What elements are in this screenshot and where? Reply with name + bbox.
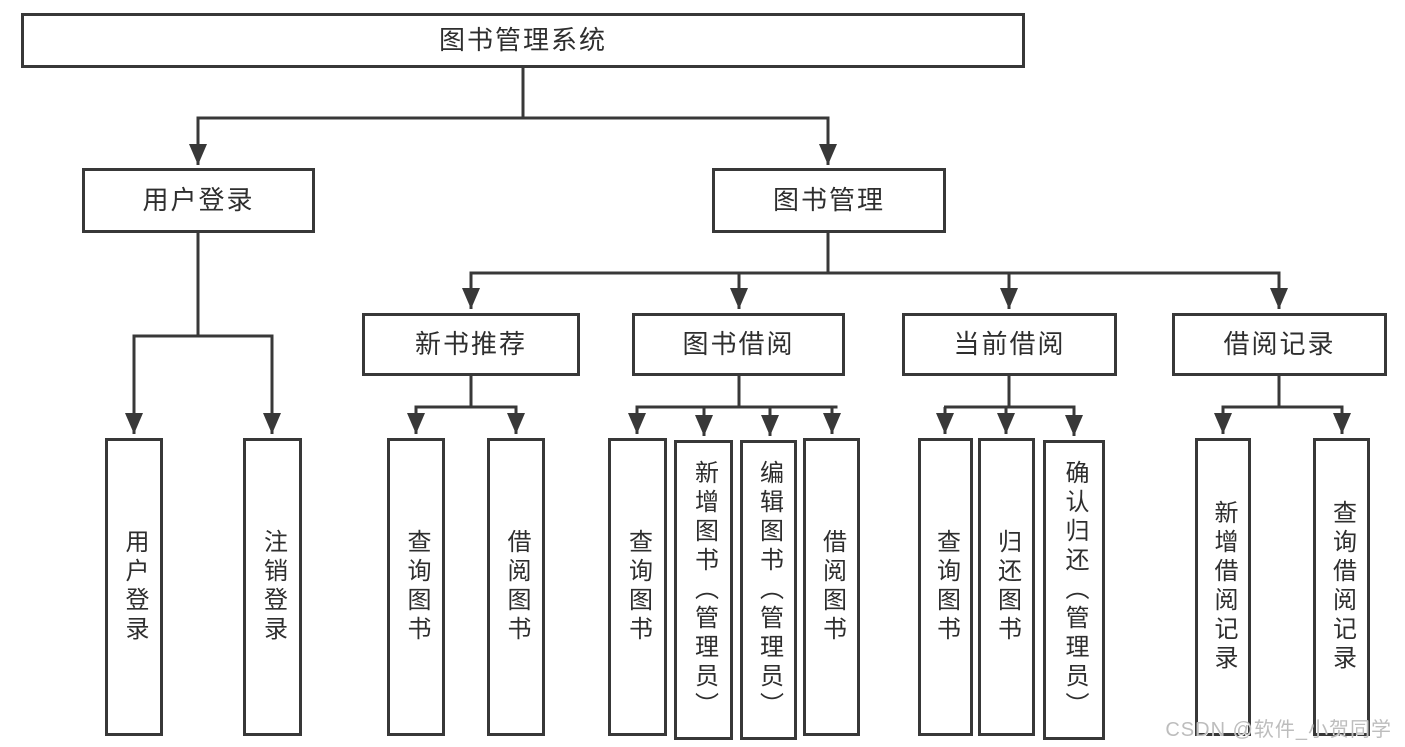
leaf-borrow-books-1-label: 借阅图书 bbox=[503, 529, 530, 645]
leaf-edit-book-admin-label: 编辑图书（管理员） bbox=[755, 459, 783, 721]
leaf-borrow-books-2-label: 借阅图书 bbox=[818, 529, 846, 645]
leaf-user-login-label: 用户登录 bbox=[121, 529, 148, 645]
node-user-login: 用户登录 bbox=[82, 168, 315, 233]
node-new-book-recommend-label: 新书推荐 bbox=[414, 329, 527, 360]
leaf-edit-book-admin: 编辑图书（管理员） bbox=[740, 440, 797, 740]
node-new-book-recommend: 新书推荐 bbox=[362, 313, 580, 376]
leaf-return-book-label: 归还图书 bbox=[993, 529, 1021, 645]
leaf-query-books-1: 查询图书 bbox=[387, 438, 445, 736]
leaf-return-book: 归还图书 bbox=[978, 438, 1035, 736]
node-book-borrow: 图书借阅 bbox=[632, 313, 845, 376]
node-book-management: 图书管理 bbox=[712, 168, 946, 233]
leaf-confirm-return-admin-label: 确认归还（管理员） bbox=[1061, 459, 1088, 721]
leaf-query-borrow-record-label: 查询借阅记录 bbox=[1328, 500, 1356, 674]
leaf-add-borrow-record-label: 新增借阅记录 bbox=[1210, 500, 1237, 674]
leaf-query-borrow-record: 查询借阅记录 bbox=[1313, 438, 1370, 736]
node-root-label: 图书管理系统 bbox=[438, 25, 607, 56]
node-book-borrow-label: 图书借阅 bbox=[682, 329, 795, 360]
node-current-borrow-label: 当前借阅 bbox=[953, 329, 1066, 360]
leaf-confirm-return-admin: 确认归还（管理员） bbox=[1043, 440, 1105, 740]
leaf-logout-label: 注销登录 bbox=[259, 529, 287, 645]
leaf-add-book-admin: 新增图书（管理员） bbox=[674, 440, 733, 740]
node-borrow-records: 借阅记录 bbox=[1172, 313, 1387, 376]
leaf-query-books-2-label: 查询图书 bbox=[624, 529, 652, 645]
leaf-query-books-2: 查询图书 bbox=[608, 438, 667, 736]
leaf-logout: 注销登录 bbox=[243, 438, 302, 736]
node-borrow-records-label: 借阅记录 bbox=[1223, 329, 1336, 360]
leaf-user-login: 用户登录 bbox=[105, 438, 163, 736]
leaf-borrow-books-2: 借阅图书 bbox=[803, 438, 860, 736]
leaf-add-borrow-record: 新增借阅记录 bbox=[1195, 438, 1251, 736]
leaf-query-books-3: 查询图书 bbox=[918, 438, 973, 736]
node-book-management-label: 图书管理 bbox=[772, 185, 885, 216]
leaf-borrow-books-1: 借阅图书 bbox=[487, 438, 545, 736]
leaf-add-book-admin-label: 新增图书（管理员） bbox=[690, 459, 718, 721]
leaf-query-books-3-label: 查询图书 bbox=[932, 529, 960, 645]
node-user-login-label: 用户登录 bbox=[142, 185, 255, 216]
node-root: 图书管理系统 bbox=[21, 13, 1025, 68]
leaf-query-books-1-label: 查询图书 bbox=[403, 529, 430, 645]
watermark: CSDN @软件_小贺同学 bbox=[1165, 719, 1392, 741]
node-current-borrow: 当前借阅 bbox=[902, 313, 1117, 376]
